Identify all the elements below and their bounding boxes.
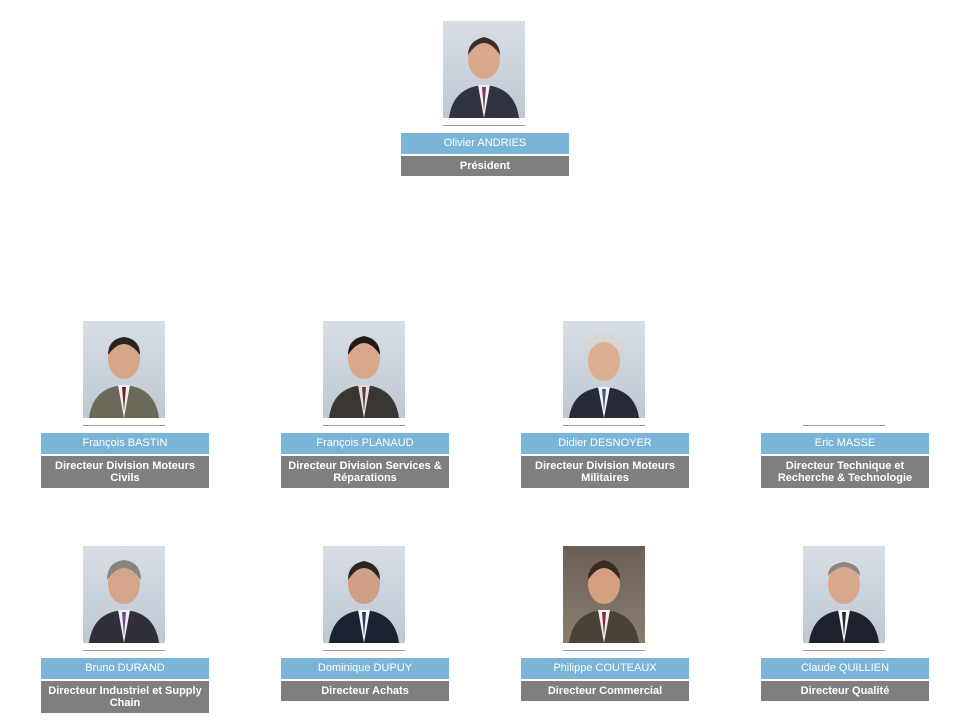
divider [83,425,165,426]
divider [803,650,885,651]
person-title: Directeur Industriel et Supply Chain [41,681,209,713]
portrait-photo[interactable] [83,321,165,418]
person-title: Président [401,156,569,176]
portrait-photo[interactable] [443,21,525,118]
person-name: Dominique DUPUY [281,658,449,679]
portrait-photo[interactable] [323,321,405,418]
divider [323,425,405,426]
person-title: Directeur Division Moteurs Militaires [521,456,689,488]
person-name: Philippe COUTEAUX [521,658,689,679]
person-title: Directeur Commercial [521,681,689,701]
person-title: Directeur Achats [281,681,449,701]
person-name: François PLANAUD [281,433,449,454]
person-name: Bruno DURAND [41,658,209,679]
person-title: Directeur Qualité [761,681,929,701]
portrait-photo[interactable] [803,546,885,643]
person-name: François BASTIN [41,433,209,454]
person-name: Didier DESNOYER [521,433,689,454]
person-title: Directeur Technique et Recherche & Techn… [761,456,929,488]
portrait-photo[interactable] [563,546,645,643]
divider [563,425,645,426]
divider [563,650,645,651]
divider [803,425,885,426]
person-name: Eric MASSE [761,433,929,454]
portrait-photo[interactable] [563,321,645,418]
person-title: Directeur Division Services & Réparation… [281,456,449,488]
person-name: Olivier ANDRIES [401,133,569,154]
divider [323,650,405,651]
person-title: Directeur Division Moteurs Civils [41,456,209,488]
portrait-photo[interactable] [323,546,405,643]
divider [83,650,165,651]
divider [443,125,525,126]
person-name: Claude QUILLIEN [761,658,929,679]
portrait-photo[interactable] [83,546,165,643]
